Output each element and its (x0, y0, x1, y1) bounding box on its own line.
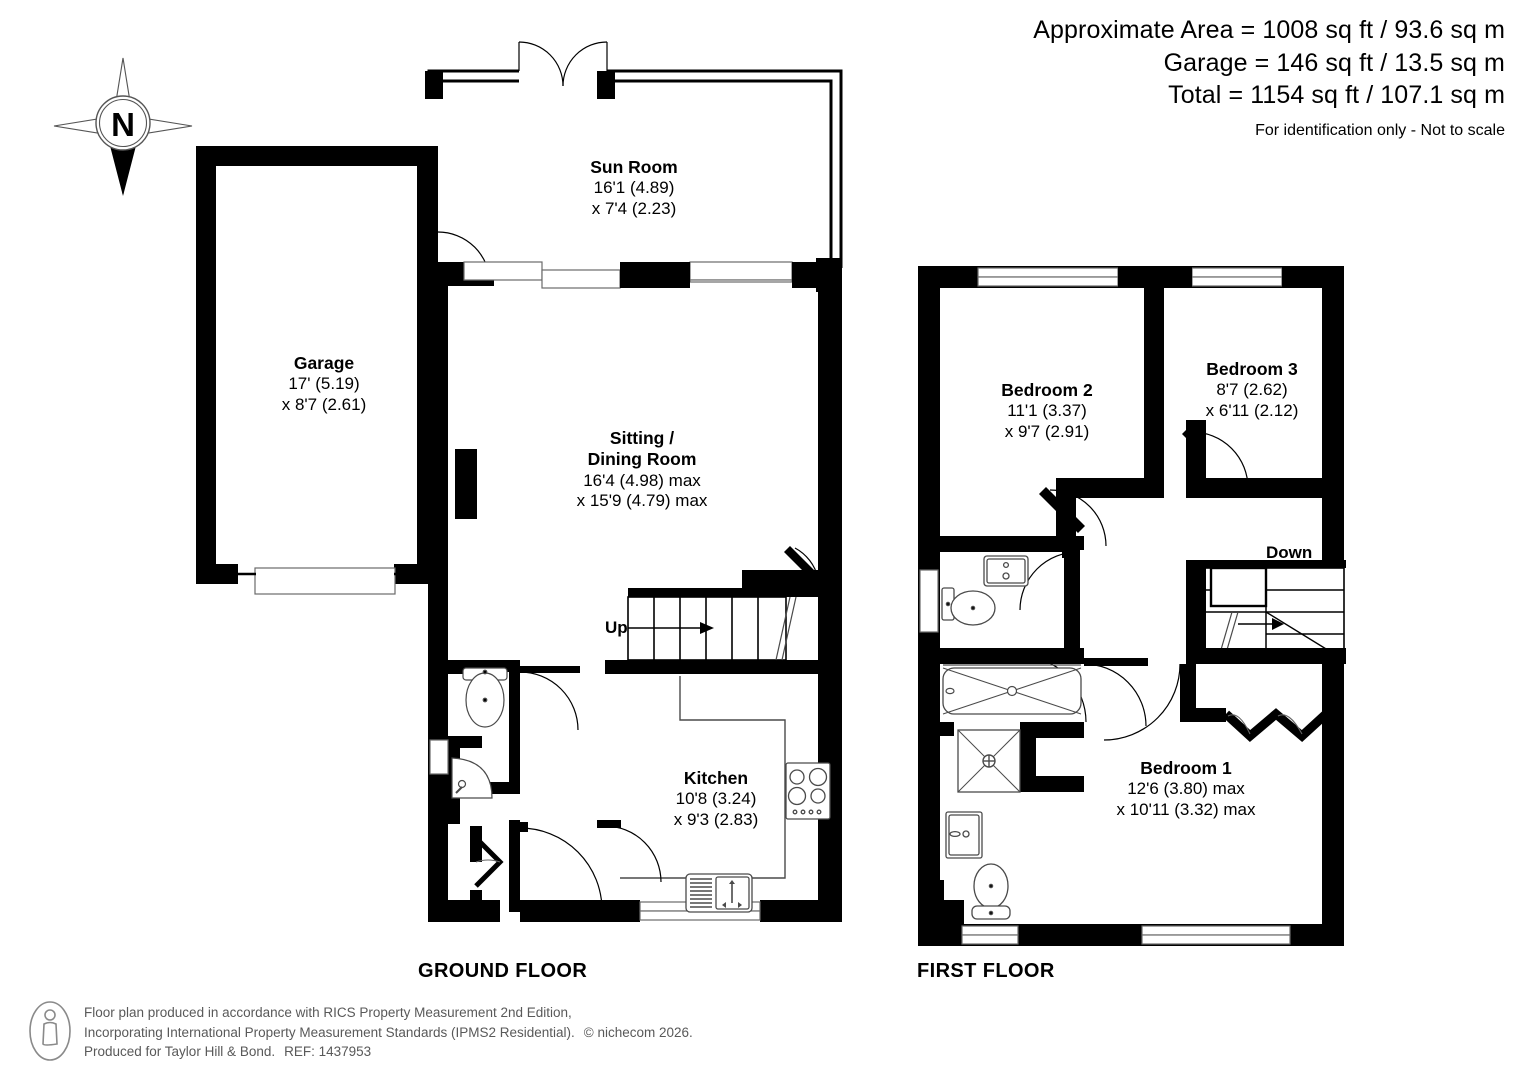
room-label-sun-room: Sun Room 16'1 (4.89) x 7'4 (2.23) (590, 157, 678, 220)
room-name: Bedroom 2 (1001, 380, 1093, 400)
room-dim-1: 16'1 (4.89) (593, 178, 675, 198)
room-dim-1: 11'1 (3.37) (1007, 401, 1087, 421)
compass-north-label: N (111, 106, 135, 143)
approximate-area-text: Approximate Area = 1008 sq ft / 93.6 sq … (1033, 16, 1505, 44)
room-dim-1: 10'8 (3.24) (675, 789, 757, 809)
stair-label-down: Down (1266, 543, 1313, 562)
room-dim-2: x 6'11 (2.12) (1205, 401, 1299, 421)
room-dim-2: x 9'7 (2.91) (1004, 422, 1090, 442)
copyright-text: © nichecom 2026. (583, 1024, 693, 1040)
room-dim-2: x 10'11 (3.32) max (1116, 800, 1256, 820)
ground-floor-plan (196, 41, 843, 922)
room-name: Garage (293, 353, 355, 373)
room-dim-1: 12'6 (3.80) max (1127, 779, 1245, 799)
room-label-garage: Garage 17' (5.19) x 8'7 (2.61) (282, 353, 367, 416)
room-label-bedroom-1: Bedroom 1 12'6 (3.80) max x 10'11 (3.32)… (1117, 758, 1256, 821)
room-name-line2: Dining Room (587, 449, 697, 470)
garage-area-text: Garage = 146 sq ft / 13.5 sq m (1163, 48, 1505, 77)
area-summary: Approximate Area = 1008 sq ft / 93.6 sq … (1033, 14, 1505, 141)
person-measure-icon (29, 1001, 71, 1061)
total-area-text: Total = 1154 sq ft / 107.1 sq m (1168, 81, 1505, 109)
room-name: Kitchen (683, 768, 749, 788)
footer-line-2a: Incorporating International Property Mea… (84, 1024, 575, 1040)
footer-text-block: Floor plan produced in accordance with R… (84, 1000, 693, 1062)
footer-line-1: Floor plan produced in accordance with R… (84, 1005, 572, 1020)
room-label-kitchen: Kitchen 10'8 (3.24) x 9'3 (2.83) (674, 768, 759, 831)
footer-line-2: Incorporating International Property Mea… (84, 1023, 693, 1043)
footer-produced-for: Produced for Taylor Hill & Bond. (84, 1044, 276, 1060)
room-dim-2: x 15'9 (4.79) max (576, 491, 708, 511)
scale-disclaimer-text: For identification only - Not to scale (1255, 121, 1505, 139)
room-name: Bedroom 3 (1206, 359, 1298, 379)
room-label-bedroom-2: Bedroom 2 11'1 (3.37) x 9'7 (2.91) (1001, 380, 1092, 443)
first-floor-caption: FIRST FLOOR (917, 960, 1055, 982)
footer-line-3: Produced for Taylor Hill & Bond. REF: 143… (84, 1042, 693, 1062)
room-dim-1: 16'4 (4.98) max (583, 470, 701, 490)
first-floor-plan (918, 266, 1346, 946)
room-label-bedroom-3: Bedroom 3 8'7 (2.62) x 6'11 (2.12) (1206, 359, 1299, 422)
room-name: Sitting / (609, 428, 675, 448)
footer-ref: REF: 1437953 (284, 1044, 372, 1060)
room-dim-2: x 8'7 (2.61) (281, 395, 367, 415)
ground-floor-caption: GROUND FLOOR (418, 960, 588, 982)
room-name: Bedroom 1 (1140, 758, 1232, 778)
room-dim-1: 17' (5.19) (288, 374, 360, 394)
room-name: Sun Room (590, 157, 678, 177)
room-dim-2: x 9'3 (2.83) (673, 810, 759, 830)
footer: Floor plan produced in accordance with R… (28, 1000, 693, 1062)
room-label-sitting-dining-room: Sitting / Dining Room 16'4 (4.98) max x … (577, 428, 708, 512)
stair-label-up: Up (605, 618, 628, 637)
room-dim-2: x 7'4 (2.23) (591, 199, 677, 219)
compass-rose: N (53, 57, 193, 196)
room-dim-1: 8'7 (2.62) (1216, 380, 1288, 400)
